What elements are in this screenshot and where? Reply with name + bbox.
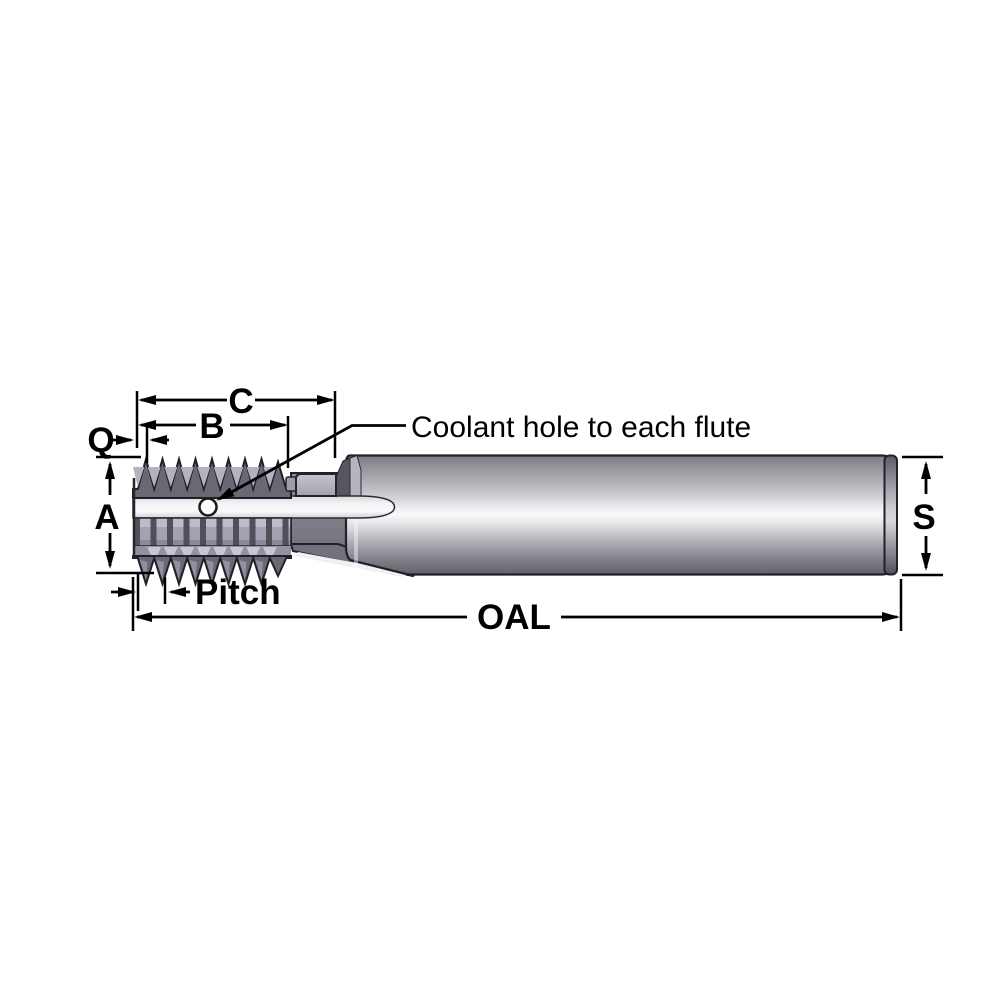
coolant-leader-line xyxy=(216,424,406,501)
coolant-note: Coolant hole to each flute xyxy=(411,411,751,444)
dim-s-label: S xyxy=(912,498,935,537)
tool-top-thread-highlights xyxy=(133,467,277,487)
dimensions: C B Q A Pitch xyxy=(87,382,943,637)
dim-c-label: C xyxy=(228,382,253,421)
dim-a: A xyxy=(94,455,154,575)
dim-pitch: Pitch xyxy=(111,573,281,612)
dim-c: C xyxy=(138,382,335,421)
coolant-hole xyxy=(198,497,218,517)
tool-cone-highlight xyxy=(294,552,410,577)
dim-oal: OAL xyxy=(131,577,903,637)
dim-b-label: B xyxy=(199,407,224,446)
tool-far-thread-teeth xyxy=(147,547,277,562)
coolant-callout: Coolant hole to each flute xyxy=(216,411,751,501)
dim-q: Q xyxy=(87,421,169,463)
tool-illustration xyxy=(132,454,898,588)
dim-pitch-label: Pitch xyxy=(195,573,281,612)
tool-shank-end-face xyxy=(883,454,898,576)
dim-b: B xyxy=(138,407,288,446)
tool-flute-band xyxy=(132,495,396,519)
tool-shank xyxy=(344,454,892,576)
tool-slot-band xyxy=(133,517,292,547)
tool-collar xyxy=(295,473,337,497)
tool-relief-groove xyxy=(335,457,351,497)
dim-a-label: A xyxy=(94,498,119,537)
dim-s: S xyxy=(902,455,943,577)
dim-oal-label: OAL xyxy=(477,598,551,637)
